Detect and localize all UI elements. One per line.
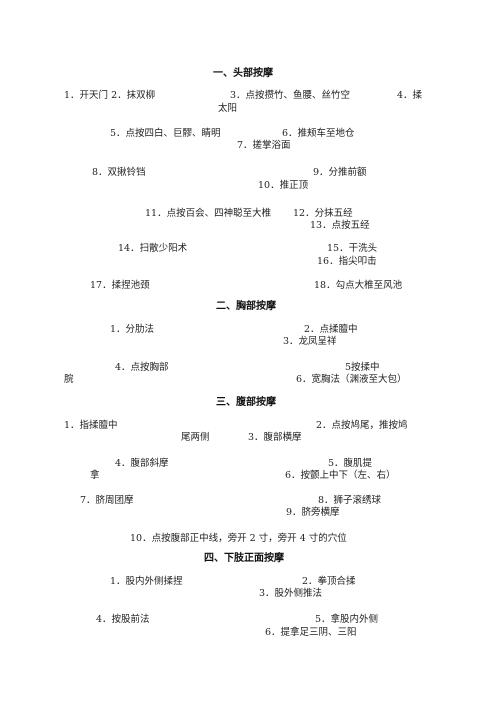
list-item: 17．揉捏池颈	[90, 280, 150, 291]
section-title-chest: 二、胸部按摩	[216, 301, 276, 312]
list-item: 3．腹部横摩	[248, 432, 302, 443]
list-item: 5．拿股内外侧	[315, 614, 379, 625]
list-item: 1．分肋法	[110, 324, 155, 335]
list-item: 10．点按腹部正中线，旁开 2 寸，旁开 4 寸的穴位	[130, 533, 347, 544]
list-item: 9．分推前额	[313, 167, 367, 178]
list-item: 4．揉	[397, 90, 423, 101]
section-title-abdomen: 三、腹部按摩	[216, 397, 276, 408]
list-item: 2．点揉膻中	[304, 324, 358, 335]
list-item: 5．腹肌提	[328, 458, 373, 469]
list-item: 11．点按百会、四神聪至大椎	[145, 208, 272, 219]
list-item: 13．点按五经	[310, 220, 370, 231]
list-item: 1．开天门 2．抹双柳	[64, 90, 156, 101]
list-item: 16．指尖叩击	[317, 256, 377, 267]
list-item: 8．狮子滚绣球	[318, 495, 382, 506]
list-item: 15．干洗头	[327, 243, 378, 254]
list-item: 6．按颤上中下（左、右）	[285, 470, 396, 481]
list-item: 18．勾点大椎至风池	[314, 280, 403, 291]
list-item: 脘	[64, 374, 74, 385]
list-item: 3．点按攒竹、鱼腰、丝竹空	[230, 90, 351, 101]
list-item: 12．分抹五经	[293, 208, 353, 219]
list-item: 5按揉中	[345, 362, 380, 373]
list-item: 4．腹部斜摩	[115, 458, 169, 469]
list-item: 尾两侧	[181, 432, 210, 443]
list-item: 4．点按胸部	[115, 362, 169, 373]
list-item: 9．脐旁横摩	[286, 507, 340, 518]
list-item: 4．按股前法	[96, 614, 150, 625]
list-item: 2．拳顶合揉	[302, 576, 356, 587]
list-item: 8．双揪铃铛	[92, 167, 146, 178]
list-item: 7．脐周团摩	[80, 495, 134, 506]
list-item: 3．龙凤呈祥	[283, 336, 337, 347]
list-item: 14．扫散少阳术	[118, 243, 188, 254]
list-item: 5．点按四白、巨髎、睛明	[110, 128, 221, 139]
list-item: 6．宽胸法（渊液至大包）	[296, 374, 407, 385]
list-item: 1．股内外侧揉捏	[110, 576, 183, 587]
list-item: 3．股外侧推法	[259, 588, 323, 599]
list-item: 6．推颊车至地仓	[282, 128, 355, 139]
list-item: 2．点按鸠尾，推按鸠	[316, 420, 408, 431]
section-title-head: 一、头部按摩	[213, 68, 273, 79]
list-item: 10．推正顶	[258, 180, 309, 191]
section-title-lower-limb: 四、下肢正面按摩	[204, 553, 284, 564]
list-item: 7．搓掌浴面	[237, 140, 291, 151]
list-item: 太阳	[218, 103, 238, 114]
list-item: 6．提拿足三阴、三阳	[265, 627, 357, 638]
list-item: 1．指揉膻中	[64, 420, 118, 431]
list-item: 拿	[90, 470, 100, 481]
